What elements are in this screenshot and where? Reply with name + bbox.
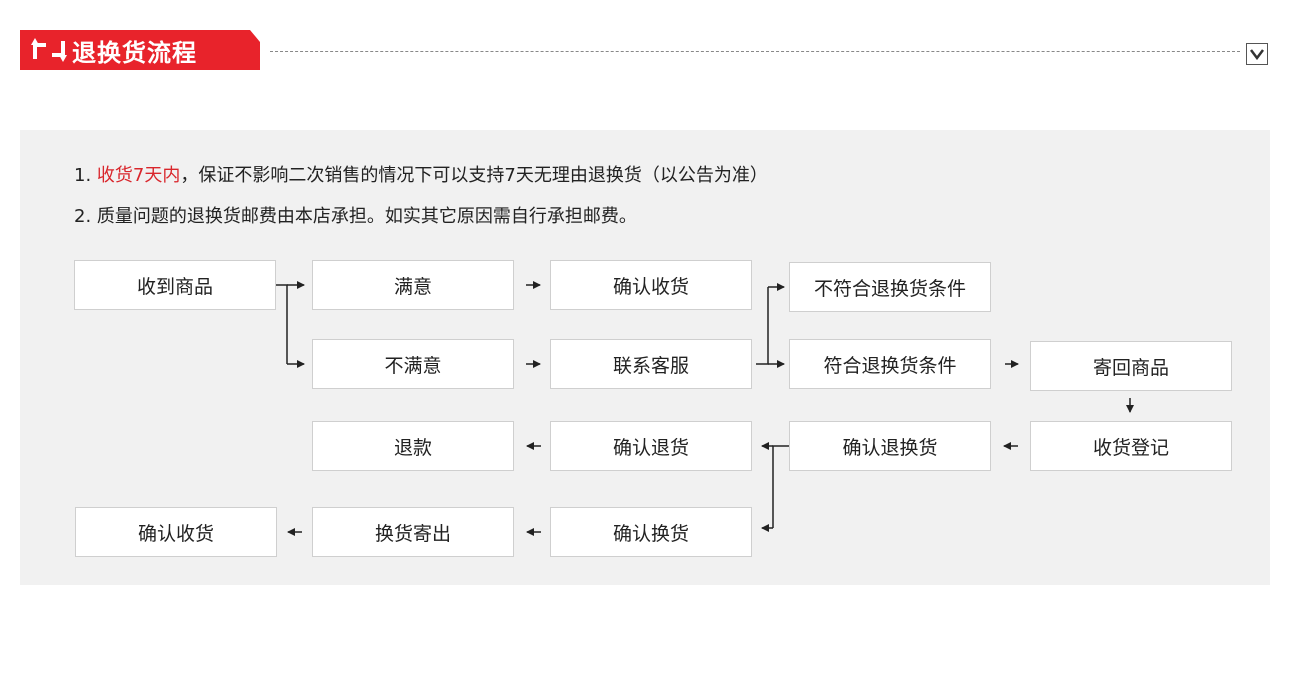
note-text: ，保证不影响二次销售的情况下可以支持7天无理由退换货（以公告为准） [180, 165, 768, 186]
chevron-down-icon [1250, 49, 1264, 60]
step-confirm-receipt: 确认收货 [550, 260, 752, 310]
step-not-meet-conditions: 不符合退换货条件 [789, 262, 991, 312]
note-index: 2. [74, 206, 92, 227]
step-send-back: 寄回商品 [1030, 341, 1232, 391]
step-contact-service: 联系客服 [550, 339, 752, 389]
step-dissatisfied: 不满意 [312, 339, 514, 389]
step-ship-exchange: 换货寄出 [312, 507, 514, 557]
note-1: 1. 收货7天内，保证不影响二次销售的情况下可以支持7天无理由退换货（以公告为准… [74, 161, 768, 187]
note-2: 2. 质量问题的退换货邮费由本店承担。如实其它原因需自行承担邮费。 [74, 202, 637, 228]
note-text: 质量问题的退换货邮费由本店承担。如实其它原因需自行承担邮费。 [96, 206, 637, 227]
step-refund: 退款 [312, 421, 514, 471]
connector [772, 445, 789, 528]
step-confirm-exchange: 确认换货 [550, 507, 752, 557]
step-satisfied: 满意 [312, 260, 514, 310]
note-index: 1. [74, 165, 92, 186]
step-confirm-receipt-final: 确认收货 [75, 507, 277, 557]
title-divider [270, 51, 1240, 52]
step-confirm-return: 确认退货 [550, 421, 752, 471]
return-exchange-icon [30, 36, 68, 64]
step-received: 收到商品 [74, 260, 276, 310]
section-title: 退换货流程 [72, 38, 197, 67]
collapse-button[interactable] [1246, 43, 1268, 65]
step-receive-register: 收货登记 [1030, 421, 1232, 471]
step-confirm-return-exchange: 确认退换货 [789, 421, 991, 471]
step-meet-conditions: 符合退换货条件 [789, 339, 991, 389]
connector [756, 287, 769, 365]
section-title-tab: 退换货流程 [20, 30, 260, 70]
note-highlight: 收货7天内 [96, 165, 181, 186]
connector [276, 284, 288, 364]
